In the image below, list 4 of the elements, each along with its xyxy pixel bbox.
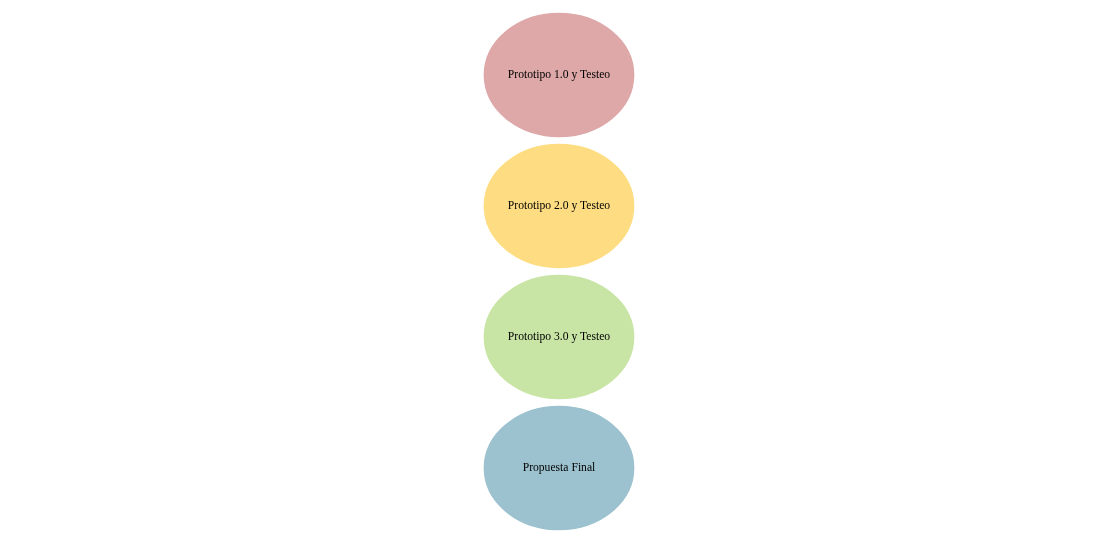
node-ellipse: Propuesta Final xyxy=(482,404,636,532)
node-ellipse: Prototipo 3.0 y Testeo xyxy=(482,273,636,401)
node-ellipse: Prototipo 1.0 y Testeo xyxy=(482,11,636,139)
node-ellipse: Prototipo 2.0 y Testeo xyxy=(482,142,636,270)
